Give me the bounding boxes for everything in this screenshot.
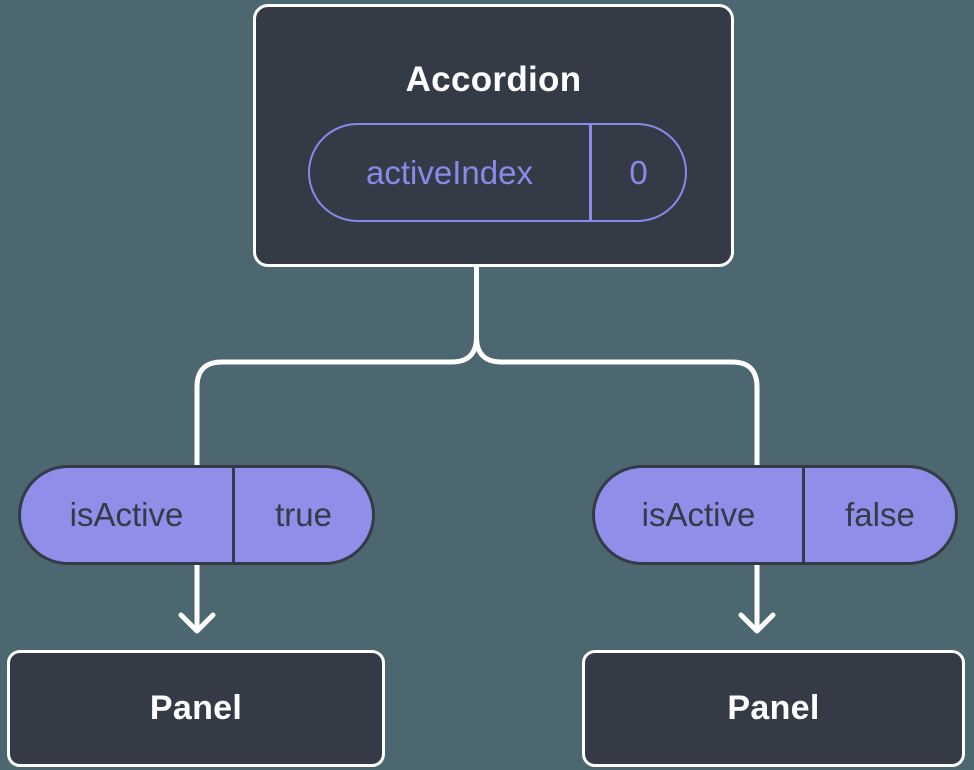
prop-value-label: false: [845, 496, 915, 533]
arrow-down-icon: [178, 612, 216, 634]
accordion-node-title: Accordion: [405, 60, 582, 99]
right-panel-node: Panel: [582, 650, 965, 767]
pill-divider: [802, 468, 805, 562]
panel-node-title: Panel: [727, 689, 820, 727]
prop-name-label: activeIndex: [366, 153, 533, 191]
right-panel-prop-pill: isActive false: [592, 465, 958, 565]
fork-connector-left: [194, 263, 479, 632]
prop-value-label: 0: [629, 153, 648, 191]
prop-name-label: isActive: [641, 496, 756, 533]
prop-name-label: isActive: [69, 496, 184, 533]
accordion-node: Accordion activeIndex 0: [253, 4, 734, 267]
panel-node-title: Panel: [149, 689, 243, 727]
left-panel-node: Panel: [7, 650, 385, 767]
pill-divider: [589, 125, 592, 220]
prop-value-label: true: [275, 496, 332, 533]
left-panel-prop-pill: isActive true: [18, 465, 375, 565]
fork-connector-right: [474, 334, 760, 632]
pill-divider: [232, 468, 235, 562]
arrow-down-icon: [738, 612, 776, 634]
accordion-prop-pill: activeIndex 0: [308, 123, 687, 222]
